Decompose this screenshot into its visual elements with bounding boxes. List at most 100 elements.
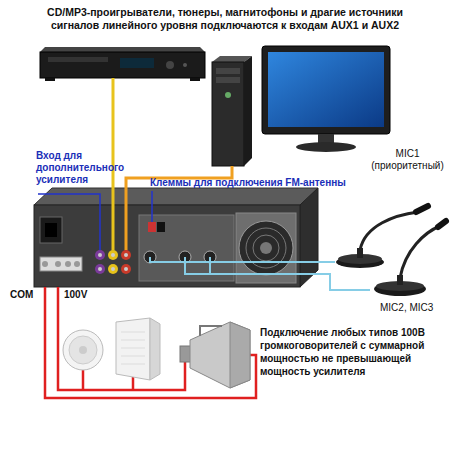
ceiling-speaker (69, 336, 97, 364)
cd-player (120, 58, 154, 68)
cable-connector (44, 287, 47, 316)
cable-connector (300, 261, 335, 263)
computer-monitor (296, 142, 356, 152)
callout-text: Вход для дополнительного усилителя (36, 150, 136, 186)
rca-jack (98, 253, 102, 257)
speaker-group: Подключение любых типов 100В громкоговор… (28, 316, 260, 402)
source-note: CD/MP3-проигрыватели, тюнеры, магнитофон… (25, 6, 425, 32)
microphone-unit: MIC2, MIC3 (370, 272, 448, 298)
speaker-wire (45, 287, 256, 398)
power-socket (45, 223, 57, 237)
speaker-wire (82, 370, 85, 390)
cd-player (48, 57, 108, 62)
ceiling-speaker (63, 330, 103, 370)
rca-jack (108, 264, 118, 274)
cooling-fan (236, 213, 296, 283)
signal-source: CD/MP3-проигрыватели, тюнеры, магнитофон… (40, 52, 205, 78)
box-speaker (116, 318, 160, 380)
signal-cable (150, 257, 300, 262)
rca-jack (95, 264, 105, 274)
cooling-fan (239, 221, 293, 275)
computer-tower (212, 56, 252, 166)
power-socket (40, 217, 62, 243)
rca-jack (98, 267, 102, 271)
computer-monitor (262, 46, 390, 134)
cd-player (40, 52, 205, 78)
terminal-block (40, 257, 82, 271)
cable-connector (300, 274, 370, 290)
speaker-note: Подключение любых типов 100В громкоговор… (260, 326, 446, 378)
cooling-fan (253, 235, 279, 261)
cooling-fan (260, 242, 272, 254)
terminal-block (65, 261, 71, 267)
computer-tower (244, 56, 252, 166)
rca-jack (124, 253, 128, 257)
computer-tower (212, 62, 244, 166)
rca-jack (124, 267, 128, 271)
cooling-fan (236, 213, 296, 283)
computer-monitor (268, 52, 384, 127)
power-socket (40, 217, 62, 243)
amplifier (34, 188, 318, 287)
callout-text: Клеммы для подключения FM-антенны (150, 177, 365, 189)
cable-connector (111, 78, 114, 205)
horn-speaker (190, 322, 250, 388)
cd-player (40, 47, 205, 52)
rca-jack (111, 253, 115, 257)
cd-player (190, 78, 200, 81)
computer-tower (216, 68, 240, 74)
rca-jack (111, 267, 115, 271)
box-speaker (116, 318, 150, 380)
leader-line (38, 194, 100, 250)
horn-speaker (230, 322, 250, 388)
input-module (157, 222, 165, 232)
leader-line (151, 191, 153, 222)
terminal-block (74, 261, 80, 267)
amplifier (34, 188, 318, 205)
rca-jack (108, 250, 118, 260)
speaker-wire (45, 316, 256, 398)
microphone (336, 206, 446, 296)
terminal-block (55, 261, 61, 267)
rca-jack (95, 250, 105, 260)
rca-jack (121, 250, 131, 260)
terminal-label: 100V (64, 289, 98, 301)
mic-label: MIC1 (приоритетный) (365, 148, 450, 172)
mic-label: MIC2, MIC3 (380, 302, 448, 314)
speaker-wire (132, 377, 135, 390)
computer-monitor (262, 46, 390, 152)
signal-cable (112, 205, 115, 250)
amplifier (300, 188, 318, 287)
cd-player (183, 63, 187, 67)
speaker-wire (58, 287, 190, 390)
ceiling-speaker (63, 330, 103, 370)
terminal-label: COM (10, 289, 40, 301)
box-speaker (150, 318, 160, 380)
terminal-block (40, 257, 82, 271)
horn-speaker (180, 322, 250, 388)
ceiling-speaker (79, 346, 87, 354)
amplifier (34, 205, 300, 287)
signal-cable (209, 257, 211, 274)
microphone-unit: MIC1 (приоритетный) (335, 208, 430, 268)
input-module (139, 215, 234, 281)
microphone (438, 221, 446, 227)
computer-tower (216, 77, 240, 83)
box-speaker (121, 332, 145, 364)
rca-jack (121, 264, 131, 274)
microphone (360, 212, 418, 250)
rca-jack (95, 250, 131, 274)
microphone (416, 206, 428, 212)
computer-tower (225, 92, 231, 98)
signal-cable (185, 257, 300, 274)
cd-player (45, 78, 55, 81)
cd-player (40, 47, 205, 81)
leader-line (38, 191, 152, 250)
terminal-block (42, 261, 48, 267)
input-module (139, 215, 234, 281)
horn-speaker (200, 326, 222, 336)
